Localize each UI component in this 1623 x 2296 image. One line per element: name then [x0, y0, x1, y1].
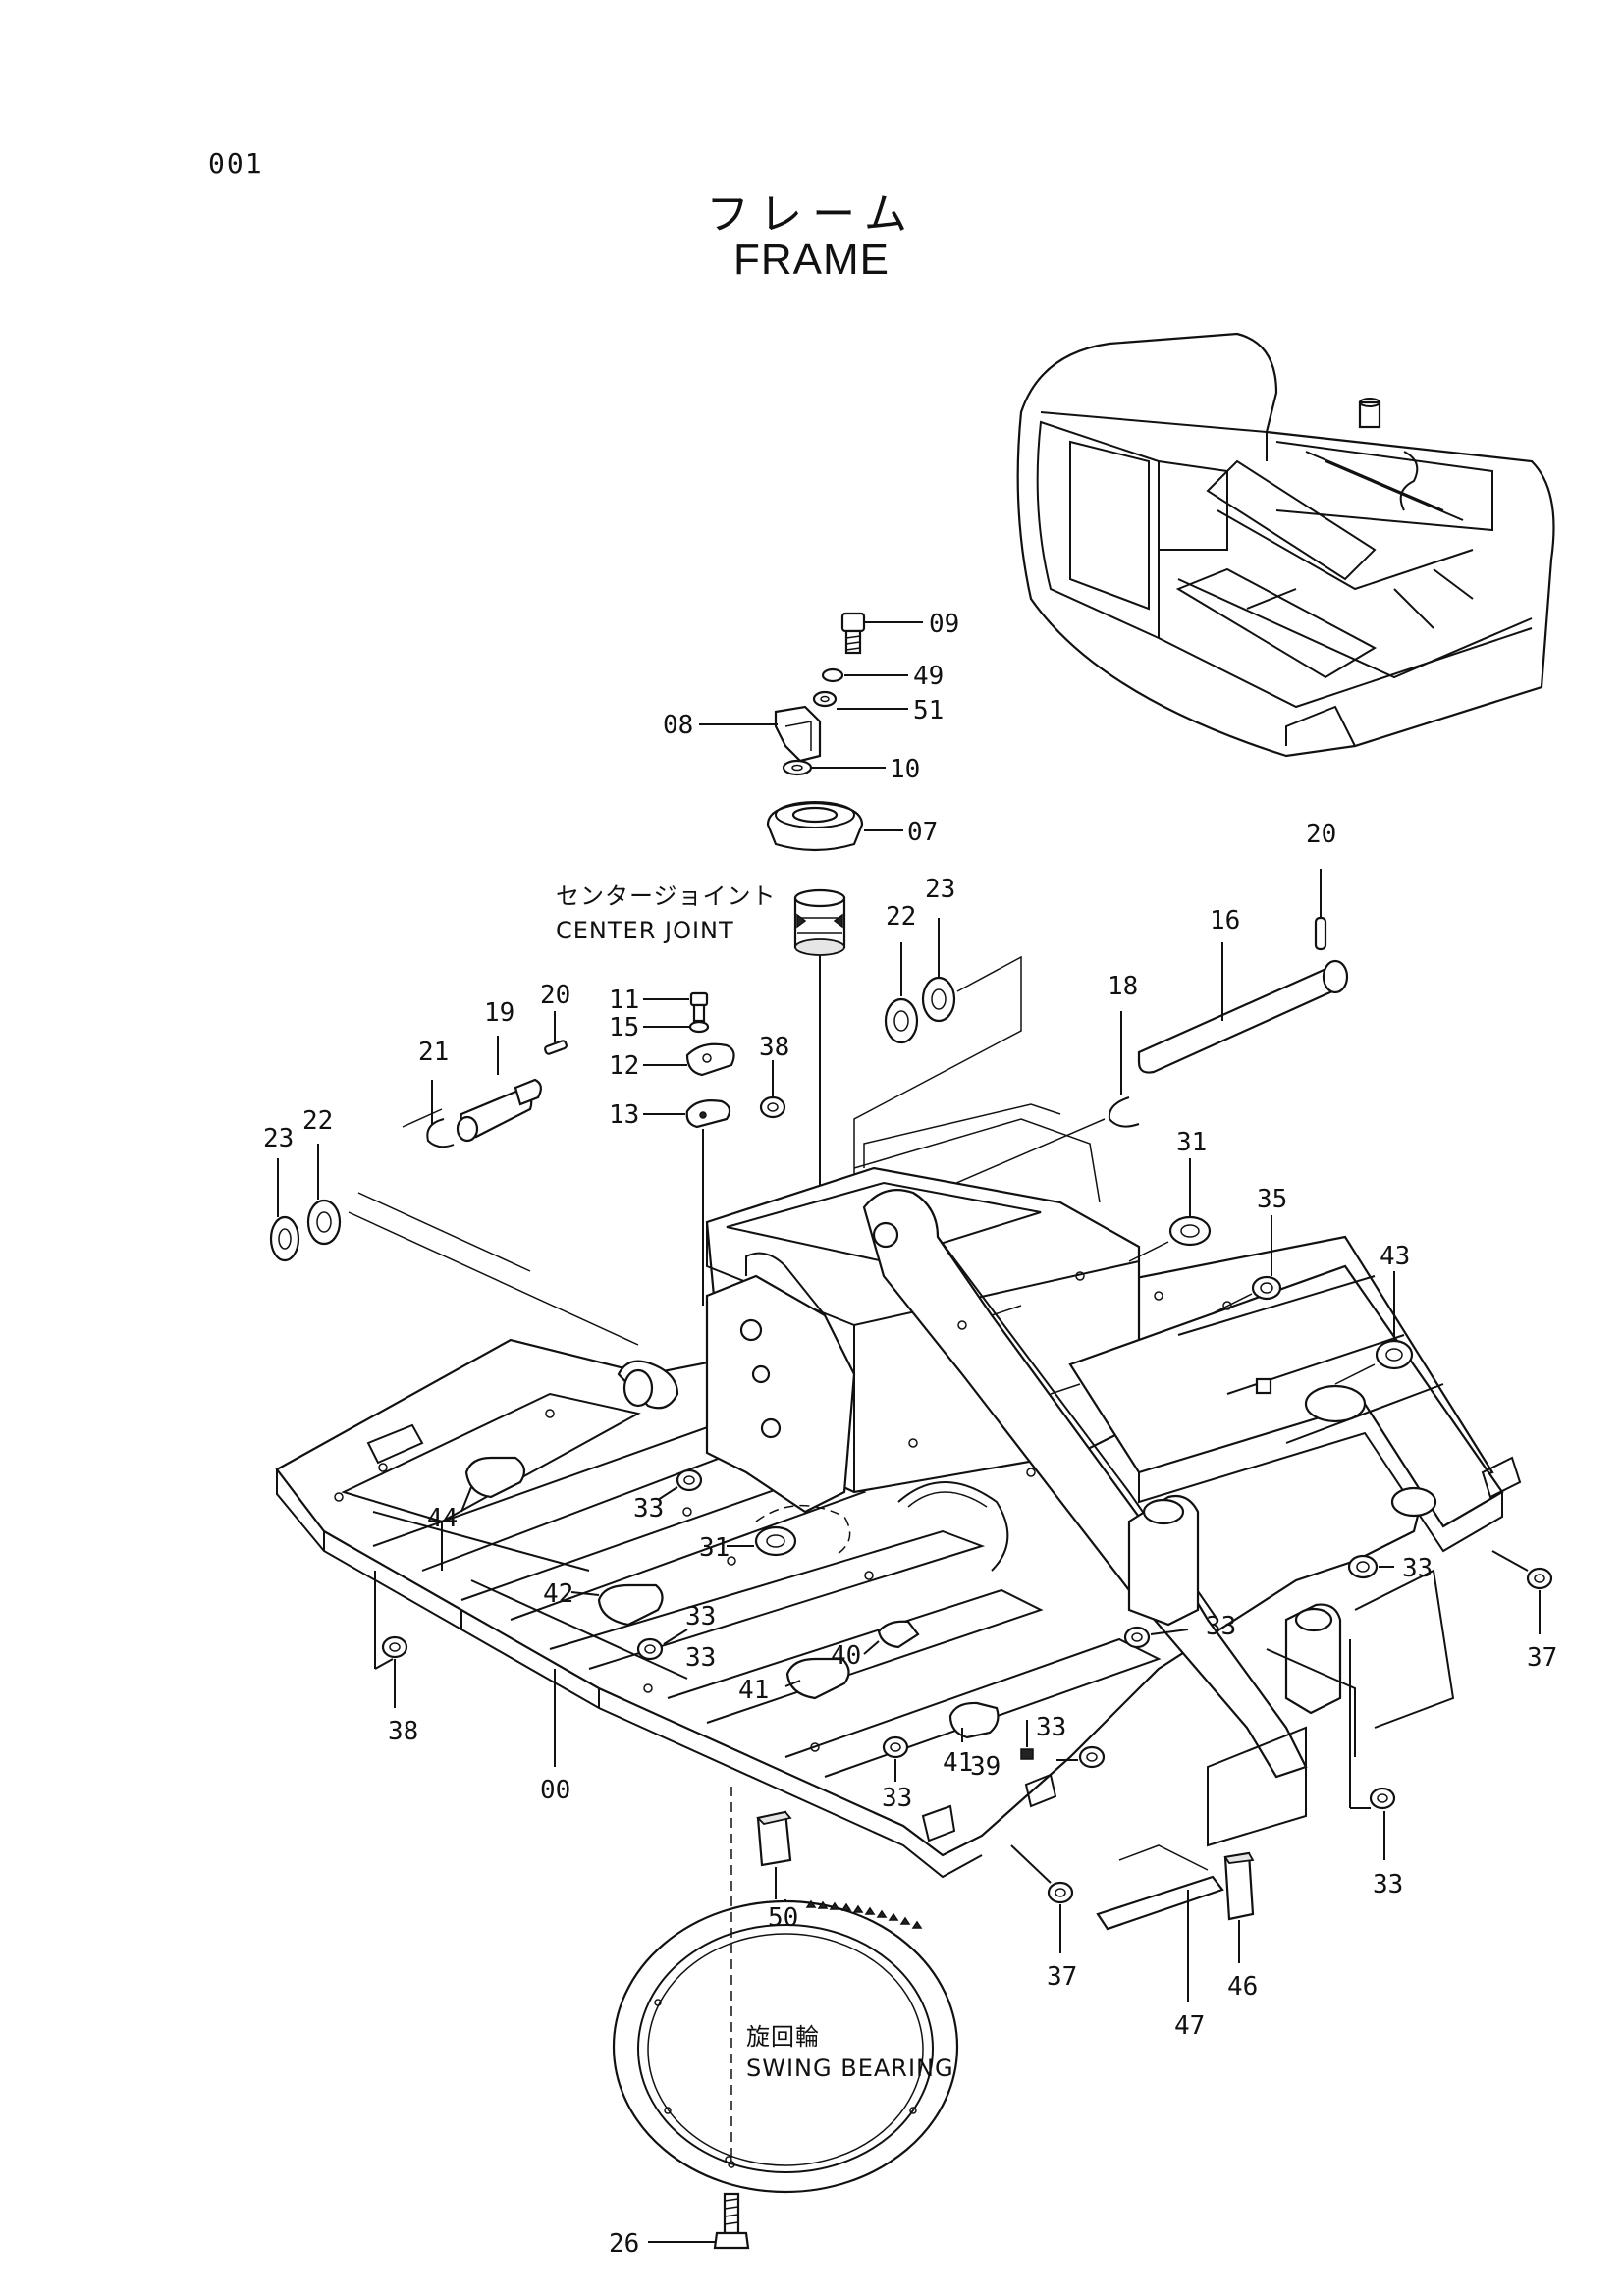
- callout-00: 00: [540, 1776, 570, 1805]
- excavator-overview-illustration: [1016, 332, 1555, 758]
- callout-31-top: 31: [1176, 1128, 1207, 1157]
- callouts: 09 49 51 08 10 07 20 16 18 22 23 11 15 1…: [263, 610, 1557, 2259]
- callout-16: 16: [1210, 906, 1240, 935]
- callout-46: 46: [1227, 1972, 1258, 2002]
- caption-center-joint-en: CENTER JOINT: [556, 917, 734, 944]
- washers-22-23-right: [853, 918, 1022, 1227]
- callout-44: 44: [427, 1504, 458, 1533]
- callout-09: 09: [929, 610, 959, 639]
- callout-33-c: 33: [685, 1643, 716, 1673]
- plate-12-13-hardware: [643, 991, 735, 1306]
- bolt-09-shape: [840, 612, 866, 655]
- page-number: 001: [208, 147, 264, 180]
- callout-47: 47: [1174, 2011, 1205, 2041]
- callout-41-left: 41: [738, 1676, 769, 1705]
- callout-13: 13: [609, 1100, 639, 1130]
- callout-18: 18: [1108, 972, 1138, 1001]
- callout-26: 26: [609, 2229, 639, 2259]
- callout-15: 15: [609, 1013, 639, 1042]
- callout-21: 21: [418, 1038, 449, 1067]
- callout-11: 11: [609, 986, 639, 1015]
- callout-23-left: 23: [263, 1124, 294, 1153]
- callout-42: 42: [543, 1579, 573, 1609]
- callout-19: 19: [484, 998, 514, 1028]
- callout-51: 51: [913, 696, 944, 725]
- callout-33-f: 33: [882, 1784, 912, 1813]
- callout-07: 07: [907, 818, 938, 847]
- bolt-26-shape: [648, 2192, 750, 2250]
- callout-50: 50: [768, 1903, 798, 1933]
- swing-bearing: [612, 1787, 959, 2194]
- caption-swing-bearing-jp: 旋回輪: [746, 2023, 820, 2051]
- callout-37-right: 37: [1527, 1643, 1557, 1673]
- callout-20-right: 20: [1306, 820, 1336, 849]
- callout-33-h: 33: [1373, 1870, 1403, 1899]
- main-frame-body: [275, 1103, 1522, 1879]
- caption-center-joint-jp: センタージョイント: [556, 882, 777, 910]
- callout-38-left: 38: [388, 1717, 418, 1746]
- callout-41-right: 41: [943, 1748, 973, 1778]
- callout-35: 35: [1257, 1185, 1287, 1214]
- callout-40: 40: [831, 1641, 861, 1671]
- callout-43: 43: [1380, 1242, 1410, 1271]
- caption-swing-bearing-en: SWING BEARING: [746, 2055, 954, 2082]
- callout-10: 10: [890, 755, 920, 784]
- callout-49: 49: [913, 662, 944, 691]
- title-english: FRAME: [733, 236, 890, 284]
- pin-16-assembly: [853, 869, 1349, 1228]
- pin-19-assembly: [269, 1011, 639, 1346]
- title-japanese: フレーム: [706, 189, 917, 240]
- callout-33-b: 33: [685, 1602, 716, 1631]
- callout-33-a: 33: [633, 1494, 664, 1523]
- frame-holes: [334, 1271, 1232, 1752]
- callout-33-d: 33: [1206, 1612, 1236, 1641]
- callout-39: 39: [970, 1752, 1001, 1782]
- callout-23-right: 23: [925, 875, 955, 904]
- callout-22-right: 22: [886, 902, 916, 932]
- frame-small-parts: [374, 1060, 1553, 1953]
- callout-20-left: 20: [540, 981, 570, 1010]
- callout-22-left: 22: [302, 1106, 333, 1136]
- center-joint-shape: [793, 888, 846, 956]
- callout-38-top: 38: [759, 1033, 789, 1062]
- center-joint-hardware: [699, 612, 923, 1310]
- callout-12: 12: [609, 1051, 639, 1081]
- callout-33-e: 33: [1402, 1554, 1433, 1583]
- shim-blocks: [756, 1810, 1255, 2002]
- callout-33-g: 33: [1036, 1713, 1066, 1742]
- callout-08: 08: [663, 711, 693, 740]
- callout-37-bottom: 37: [1047, 1962, 1077, 1992]
- bearing-gear-teeth: [805, 1899, 923, 1929]
- callout-31-mid: 31: [699, 1533, 730, 1563]
